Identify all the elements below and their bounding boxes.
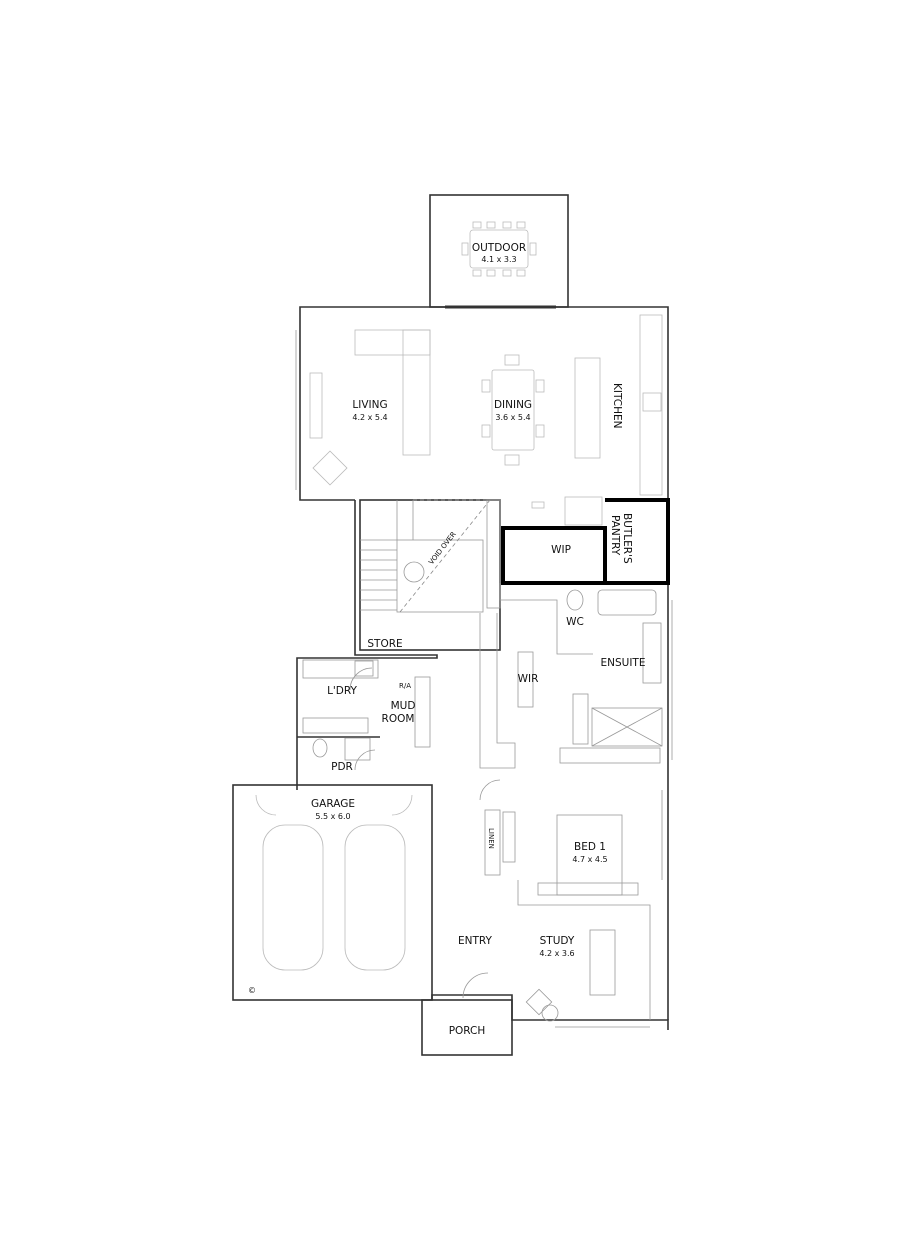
- living-size: 4.2 x 5.4: [352, 413, 387, 422]
- dining-table: [481, 354, 545, 466]
- outdoor-size: 4.1 x 3.3: [481, 255, 516, 264]
- study-size: 4.2 x 3.6: [539, 949, 574, 958]
- mud-room-label-2: ROOM: [382, 713, 415, 725]
- outdoor-label: OUTDOOR: [472, 242, 526, 254]
- bed1-label: BED 1: [574, 841, 606, 853]
- ensuite-label: ENSUITE: [601, 657, 646, 669]
- kitchen-benches: [574, 314, 663, 496]
- garage-size: 5.5 x 6.0: [315, 812, 350, 821]
- garage-cars: [255, 794, 413, 971]
- pdr-label: PDR: [331, 761, 353, 773]
- study-label: STUDY: [540, 935, 575, 947]
- void-over-label: VOID OVER: [427, 530, 458, 566]
- ra-label: R/A: [399, 682, 411, 690]
- staircase: [359, 499, 501, 651]
- kitchen-label: KITCHEN: [611, 383, 623, 429]
- living-label: LIVING: [352, 399, 387, 411]
- laundry-fixtures: [297, 659, 431, 771]
- butlers-pantry-label-1: BUTLER'S: [621, 513, 633, 564]
- wc-label: WC: [566, 616, 584, 628]
- copyright-mark: ©: [248, 986, 256, 995]
- ensuite-fixtures: [479, 583, 663, 769]
- butlers-pantry-label-2: PANTRY: [609, 515, 621, 556]
- entry-label: ENTRY: [458, 935, 493, 947]
- dining-size: 3.6 x 5.4: [495, 413, 530, 422]
- room-labels: OUTDOOR 4.1 x 3.3 LIVING 4.2 x 5.4 DININ…: [248, 242, 645, 1037]
- mud-room-label-1: MUD: [391, 700, 416, 712]
- dining-label: DINING: [494, 399, 532, 411]
- laundry-label: L'DRY: [327, 685, 357, 697]
- living-furniture: [309, 329, 431, 486]
- porch-label: PORCH: [449, 1025, 486, 1037]
- wip-label: WIP: [551, 544, 571, 556]
- bedroom-study-furniture: [462, 779, 651, 1022]
- wir-label: WIR: [518, 673, 539, 685]
- linen-label: LINEN: [487, 828, 495, 849]
- garage-label: GARAGE: [311, 798, 355, 810]
- store-label: STORE: [367, 638, 402, 650]
- bed1-size: 4.7 x 4.5: [572, 855, 607, 864]
- exterior-walls: [232, 305, 673, 1056]
- pantry-walls: [501, 496, 670, 585]
